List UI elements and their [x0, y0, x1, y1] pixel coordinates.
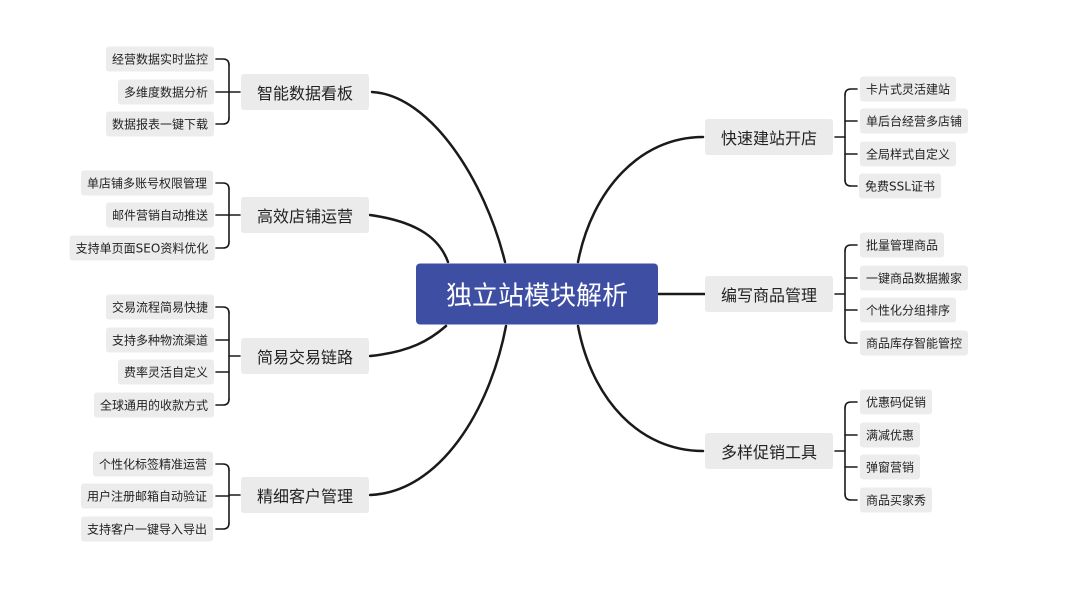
branch-product-management[interactable]: 编写商品管理 [704, 276, 834, 312]
leaf-buyer-showcase[interactable]: 商品买家秀 [859, 487, 933, 513]
central-topic[interactable]: 独立站模块解析 [416, 263, 658, 325]
leaf-group-sorting[interactable]: 个性化分组排序 [859, 297, 957, 323]
connector-line [368, 213, 450, 264]
leaf-inventory-control[interactable]: 商品库存智能管控 [859, 330, 969, 356]
leaf-global-payments[interactable]: 全球通用的收款方式 [93, 392, 215, 418]
leaf-coupon-codes[interactable]: 优惠码促销 [859, 389, 933, 415]
connector-line [576, 135, 705, 264]
branch-transaction-flow[interactable]: 简易交易链路 [240, 338, 370, 374]
leaf-multi-store[interactable]: 单后台经营多店铺 [859, 108, 969, 134]
leaf-data-migration[interactable]: 一键商品数据搬家 [859, 265, 969, 291]
leaf-ssl-certificate[interactable]: 免费SSL证书 [859, 173, 941, 199]
connector-line [844, 401, 858, 409]
leaf-realtime-monitoring[interactable]: 经营数据实时监控 [105, 46, 215, 72]
connector-line [844, 493, 858, 501]
leaf-tag-operations[interactable]: 个性化标签精准运营 [92, 451, 214, 477]
connector-line [844, 244, 858, 252]
leaf-import-export[interactable]: 支持客户一键导入导出 [80, 516, 214, 542]
branch-smart-dashboard[interactable]: 智能数据看板 [240, 74, 370, 110]
leaf-card-builder[interactable]: 卡片式灵活建站 [859, 76, 957, 102]
leaf-bulk-products[interactable]: 批量管理商品 [859, 232, 945, 258]
connector-line [368, 324, 448, 358]
connector-line [844, 88, 858, 96]
leaf-simple-checkout[interactable]: 交易流程简易快捷 [105, 294, 215, 320]
leaf-email-verification[interactable]: 用户注册邮箱自动验证 [80, 483, 214, 509]
connector-line [215, 522, 230, 530]
connector-line [844, 336, 858, 344]
connector-line [215, 182, 230, 190]
leaf-global-styles[interactable]: 全局样式自定义 [859, 141, 957, 167]
leaf-popup-marketing[interactable]: 弹窗营销 [859, 454, 921, 480]
connector-line [215, 306, 230, 314]
leaf-seo-optimization[interactable]: 支持单页面SEO资料优化 [69, 235, 215, 261]
branch-promotion-tools[interactable]: 多样促销工具 [704, 433, 834, 469]
branch-store-operations[interactable]: 高效店铺运营 [240, 197, 370, 233]
connector-line [215, 117, 230, 125]
leaf-account-permissions[interactable]: 单店铺多账号权限管理 [80, 170, 214, 196]
leaf-logistics-channels[interactable]: 支持多种物流渠道 [105, 327, 215, 353]
leaf-report-download[interactable]: 数据报表一键下载 [105, 111, 215, 137]
leaf-email-marketing[interactable]: 邮件营销自动推送 [105, 202, 215, 228]
branch-quick-store-setup[interactable]: 快速建站开店 [704, 119, 834, 155]
connector-line [215, 58, 230, 66]
connector-line [370, 90, 507, 264]
leaf-flexible-fees[interactable]: 费率灵活自定义 [117, 359, 215, 385]
leaf-discount-offers[interactable]: 满减优惠 [859, 422, 921, 448]
connector-line [576, 324, 705, 453]
connector-line [368, 324, 508, 497]
connector-line [215, 398, 230, 406]
connector-line [844, 179, 858, 187]
connector-line [215, 463, 230, 471]
leaf-multidimensional-analysis[interactable]: 多维度数据分析 [117, 79, 215, 105]
connector-line [215, 241, 230, 249]
branch-customer-management[interactable]: 精细客户管理 [240, 477, 370, 513]
